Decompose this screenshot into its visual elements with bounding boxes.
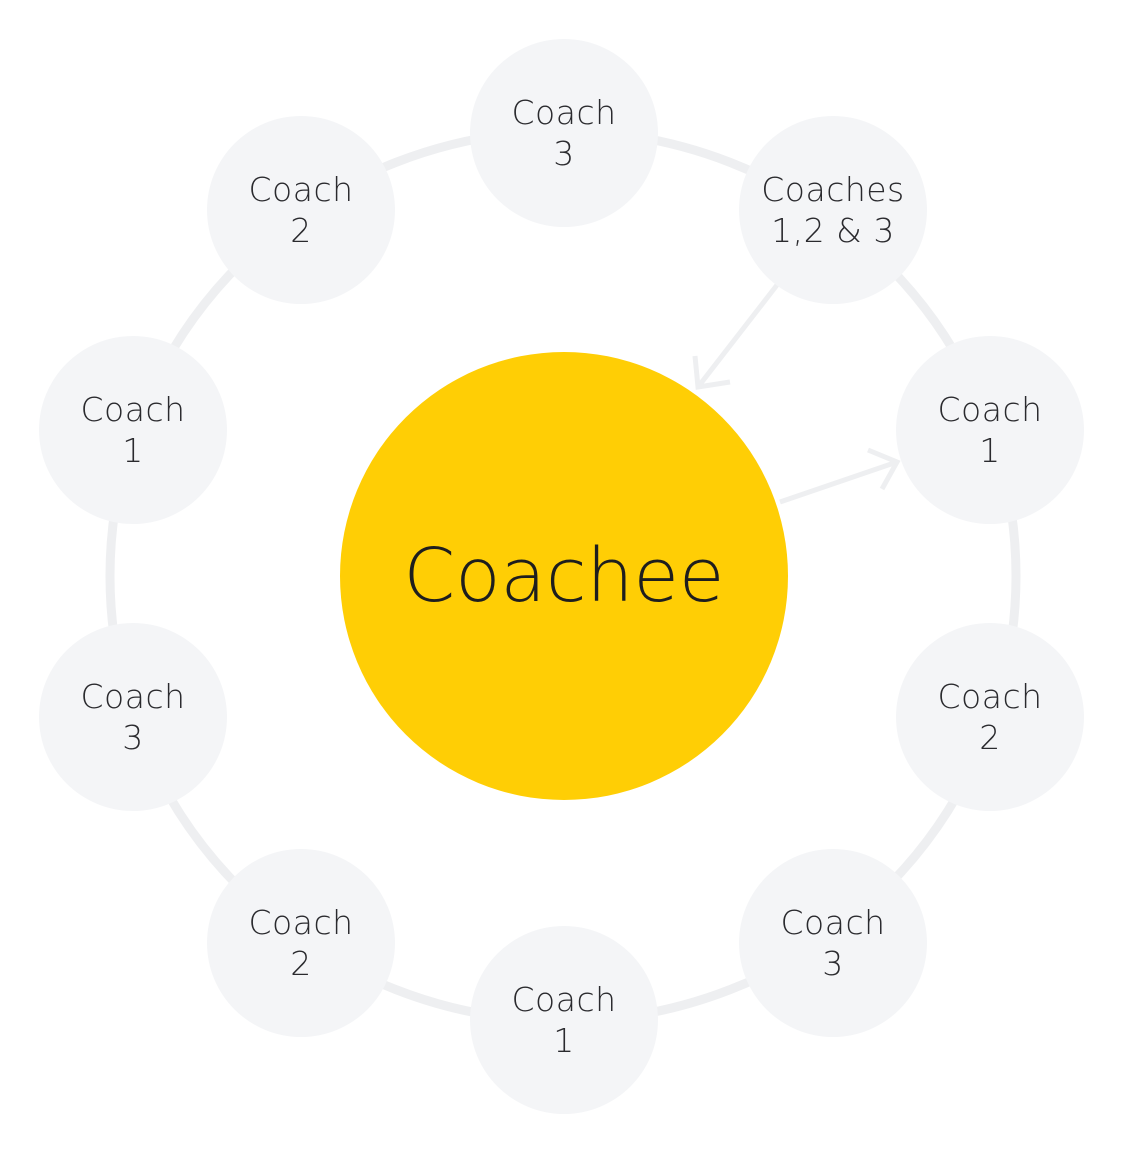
node-number: 2	[290, 211, 312, 250]
node-label: Coach	[937, 390, 1043, 429]
node-label: Coach	[80, 677, 186, 716]
node-number: 1,2 & 3	[771, 211, 895, 250]
node-number: 2	[290, 944, 312, 983]
arrow-into-coachee	[692, 283, 779, 390]
coachee-label: Coachee	[403, 533, 725, 619]
node-label: Coach	[248, 170, 354, 209]
node-number: 3	[822, 944, 844, 983]
node-number: 1	[979, 431, 1001, 470]
node-number: 2	[979, 718, 1001, 757]
node-label: Coach	[80, 390, 186, 429]
node-number: 3	[122, 718, 144, 757]
node-label: Coach	[937, 677, 1043, 716]
node-label: Coach	[248, 903, 354, 942]
coachee-circle: Coachee	[340, 352, 788, 800]
node-label: Coach	[511, 93, 617, 132]
node-label: Coach	[780, 903, 886, 942]
node-number: 1	[553, 1021, 575, 1060]
node-number: 3	[553, 134, 575, 173]
node-label: Coaches	[761, 170, 905, 209]
node-label: Coach	[511, 980, 617, 1019]
node-number: 1	[122, 431, 144, 470]
arrow-out-of-coachee	[779, 447, 901, 505]
